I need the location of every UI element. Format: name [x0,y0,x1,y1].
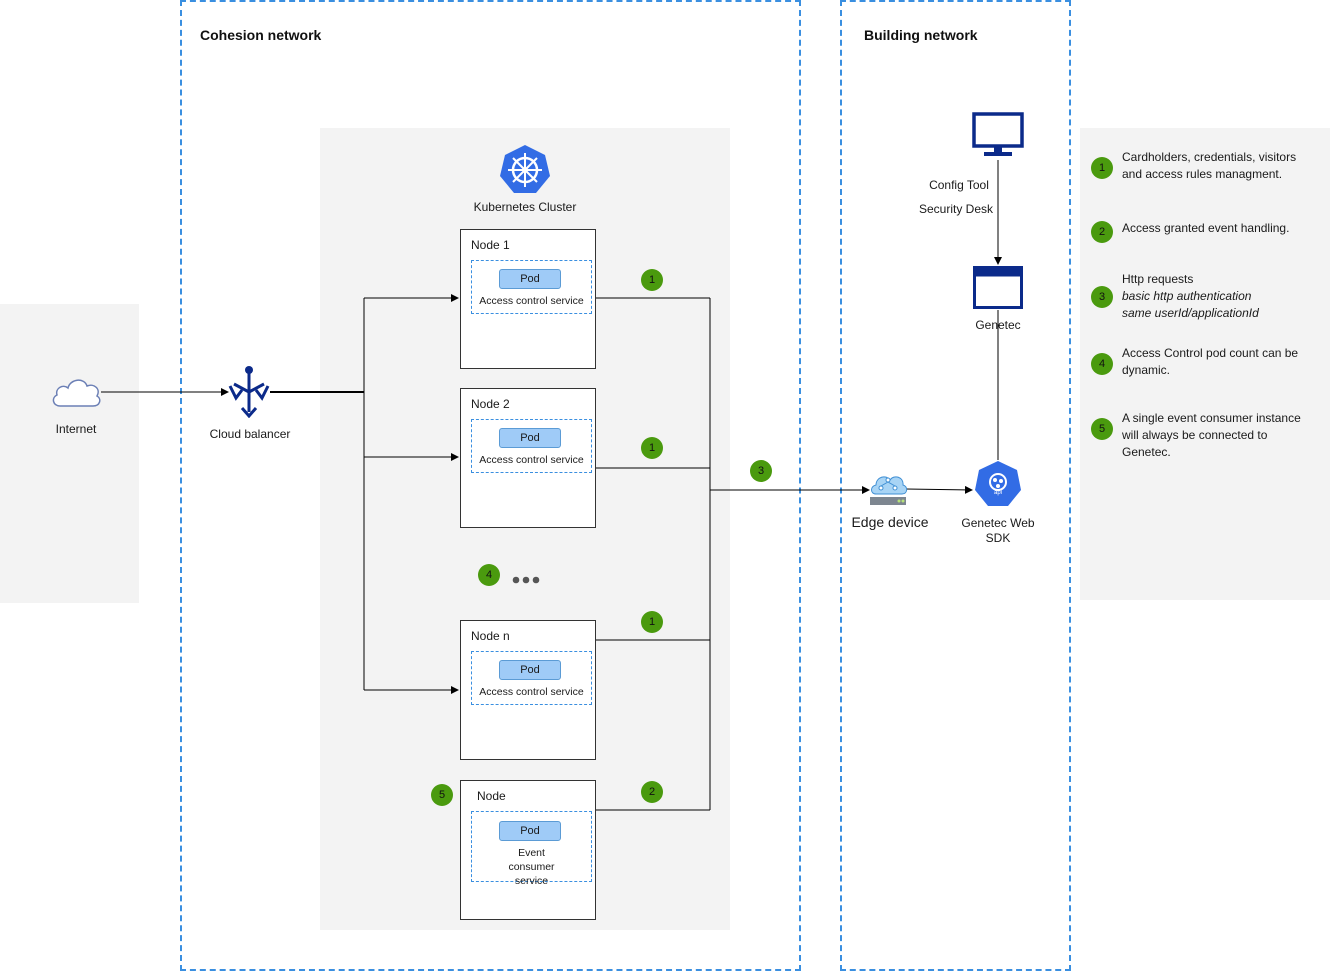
legend-line: will always be connected to [1122,428,1268,442]
cohesion-network-zone [180,0,801,971]
badge-consumer: 2 [641,781,663,803]
web-sdk-api-icon: api [974,460,1022,508]
legend-badge-1: 1 [1091,157,1113,179]
badge-noden: 1 [641,611,663,633]
genetec-label: Genetec [975,318,1021,332]
cloud-balancer-label: Cloud balancer [209,427,291,441]
legend-line: Genetec. [1122,445,1171,459]
legend-line: A single event consumer instance [1122,411,1301,425]
genetec-window-icon [973,266,1023,309]
ellipsis-icon [512,571,542,584]
badge-http: 3 [750,460,772,482]
cloud-icon [50,374,102,410]
pod-container: Pod Event consumer service [471,811,592,887]
service-label: Event consumer service [508,847,555,887]
monitor-icon [972,112,1024,158]
legend-line: basic http authentication [1122,289,1252,303]
badge-node1: 1 [641,269,663,291]
node-n: Node n Pod Access control service [460,620,596,760]
node-2: Node 2 Pod Access control service [460,388,596,528]
node-title: Node [477,789,506,803]
cohesion-network-title: Cohesion network [200,27,322,43]
legend-text-3: Http requests basic http authentication … [1122,271,1259,322]
edge-device-icon [868,468,908,508]
legend-text-5: A single event consumer instance will al… [1122,410,1301,461]
config-tool-label: Config Tool [929,178,989,192]
building-network-title: Building network [864,27,978,43]
legend-line: dynamic. [1122,363,1171,377]
pod-chip: Pod [499,660,561,680]
kubernetes-cluster-label: Kubernetes Cluster [473,200,577,214]
legend-text-2: Access granted event handling. [1122,220,1289,237]
load-balancer-icon [228,364,270,419]
node-1: Node 1 Pod Access control service [460,229,596,369]
legend-panel [1080,128,1330,600]
service-label: Access control service [479,454,584,466]
node-title: Node n [471,629,510,643]
legend-line: and access rules managment. [1122,167,1283,181]
badge-node2: 1 [641,437,663,459]
internet-panel [0,304,139,603]
legend-line: Http requests [1122,272,1194,286]
pod-container: Pod Access control service [471,419,592,473]
legend-text-1: Cardholders, credentials, visitors and a… [1122,149,1296,183]
pod-container: Pod Access control service [471,260,592,314]
legend-badge-3: 3 [1091,286,1113,308]
edge-to-sdk-line [905,485,973,494]
legend-badge-5: 5 [1091,418,1113,440]
pod-chip: Pod [499,428,561,448]
legend-line: Access Control pod count can be [1122,346,1299,360]
legend-badge-4: 4 [1091,353,1113,375]
legend-text-4: Access Control pod count can be dynamic. [1122,345,1298,379]
node-title: Node 2 [471,397,510,411]
badge-single-consumer: 5 [431,784,453,806]
node-title: Node 1 [471,238,510,252]
edge-device-label: Edge device [851,514,929,530]
web-sdk-label: Genetec Web SDK [961,516,1035,545]
service-label: Access control service [479,295,584,307]
pod-chip: Pod [499,821,561,841]
building-network-zone [840,0,1071,971]
web-sdk-api-text: api [993,490,1002,496]
badge-dynamic: 4 [478,564,500,586]
security-desk-label: Security Desk [918,202,994,216]
pod-chip: Pod [499,269,561,289]
internet-label: Internet [55,422,97,436]
legend-line: same userId/applicationId [1122,306,1259,320]
pod-container: Pod Access control service [471,651,592,705]
legend-badge-2: 2 [1091,221,1113,243]
kubernetes-icon [499,144,551,194]
legend-line: Access granted event handling. [1122,221,1290,235]
node-event-consumer: Node Pod Event consumer service [460,780,596,920]
service-label: Access control service [479,686,584,698]
legend-line: Cardholders, credentials, visitors [1122,150,1297,164]
